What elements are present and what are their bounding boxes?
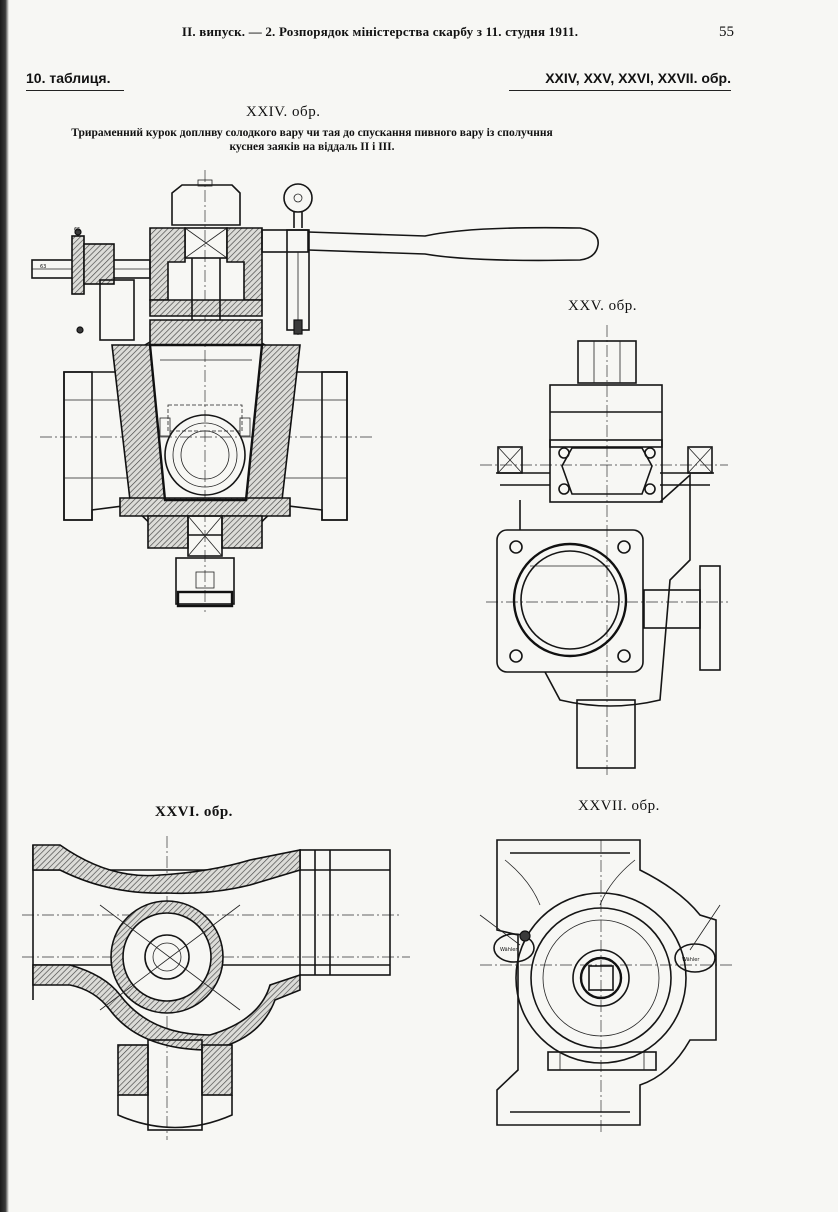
fig25-drawing [480,325,728,775]
fig24-caption: Трираменний курок доплнву солодкого вару… [22,126,602,154]
fig27-title: XXVII. обр. [578,798,660,814]
binding-edge-shadow [0,0,9,1212]
svg-text:65: 65 [74,227,80,233]
fig27-drawing: Wähler Wähler [479,839,735,1135]
fig25-title: XXV. обр. [568,298,637,314]
fig26-drawing [22,836,410,1140]
svg-text:Wähler: Wähler [500,947,518,953]
fig24-caption-line2: куснея заяків на віддаль II і III. [229,141,395,153]
figures-label: XXIV, XXV, XXVI, XXVII. обр. [509,70,731,91]
fig24-title: XXIV. обр. [246,104,321,120]
fig26-title: XXVI. обр. [155,804,233,820]
page-number: 55 [719,24,734,40]
running-head: II. випуск. — 2. Розпорядок міністерства… [181,24,579,39]
svg-text:Wähler: Wähler [682,957,700,963]
fig24-caption-line1: Трираменний курок доплнву солодкого вару… [71,127,553,139]
svg-text:63: 63 [40,264,46,270]
table-label: 10. таблиця. [26,70,124,91]
